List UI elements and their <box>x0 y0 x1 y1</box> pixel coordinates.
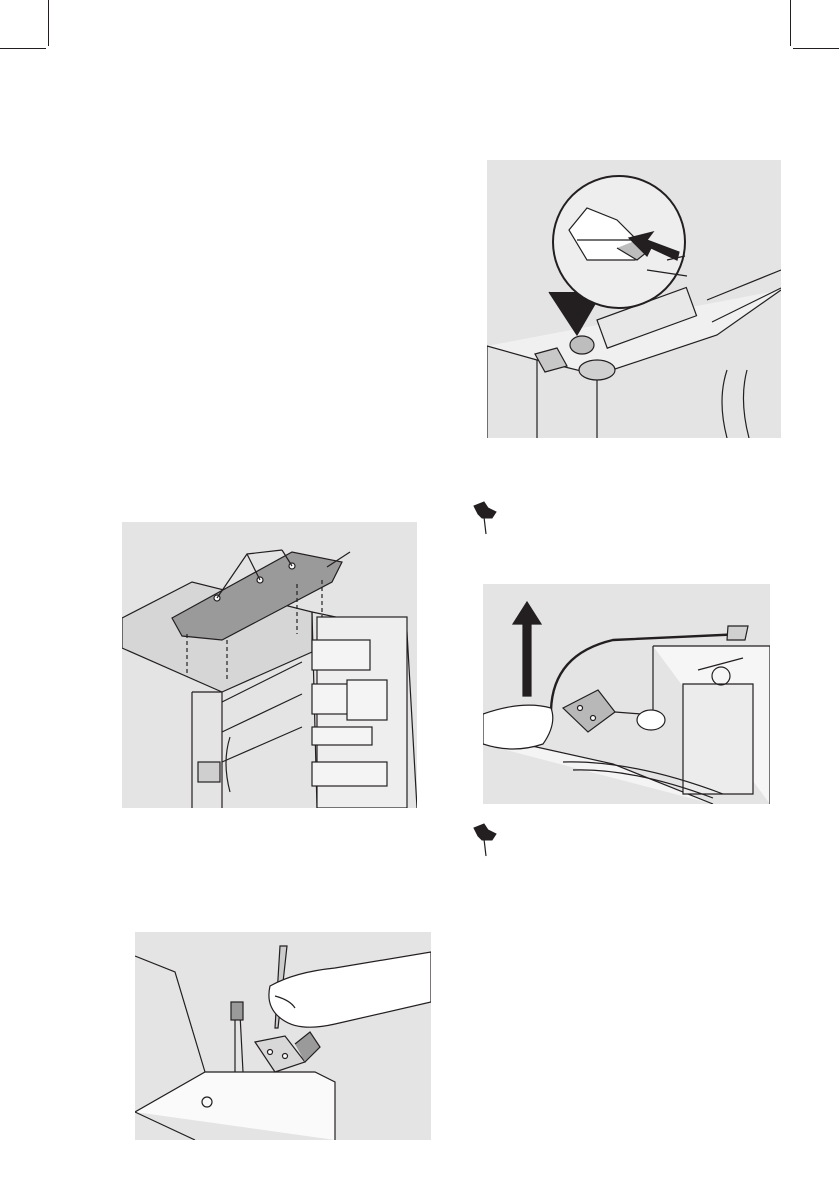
crop-mark-top-left <box>0 48 46 49</box>
figure-wire-lift <box>483 584 770 804</box>
wire-lift-illustration <box>483 584 770 804</box>
note-2-pushpin <box>470 822 500 858</box>
figure-hinge-bracket <box>122 522 417 808</box>
crop-mark-top-left-vertical <box>48 0 49 46</box>
hinge-cover-zoom-illustration <box>487 160 781 438</box>
crop-mark-top-right <box>793 48 839 49</box>
note-1-pushpin <box>470 500 500 536</box>
figure-hinge-marking <box>135 932 431 1140</box>
refrigerator-top-bracket-illustration <box>122 522 417 808</box>
figure-hinge-cover <box>487 160 781 438</box>
pushpin-note-icon <box>470 500 500 536</box>
pushpin-note-icon <box>470 822 500 858</box>
crop-mark-top-right-vertical <box>790 0 791 46</box>
pencil-marking-illustration <box>135 932 431 1140</box>
